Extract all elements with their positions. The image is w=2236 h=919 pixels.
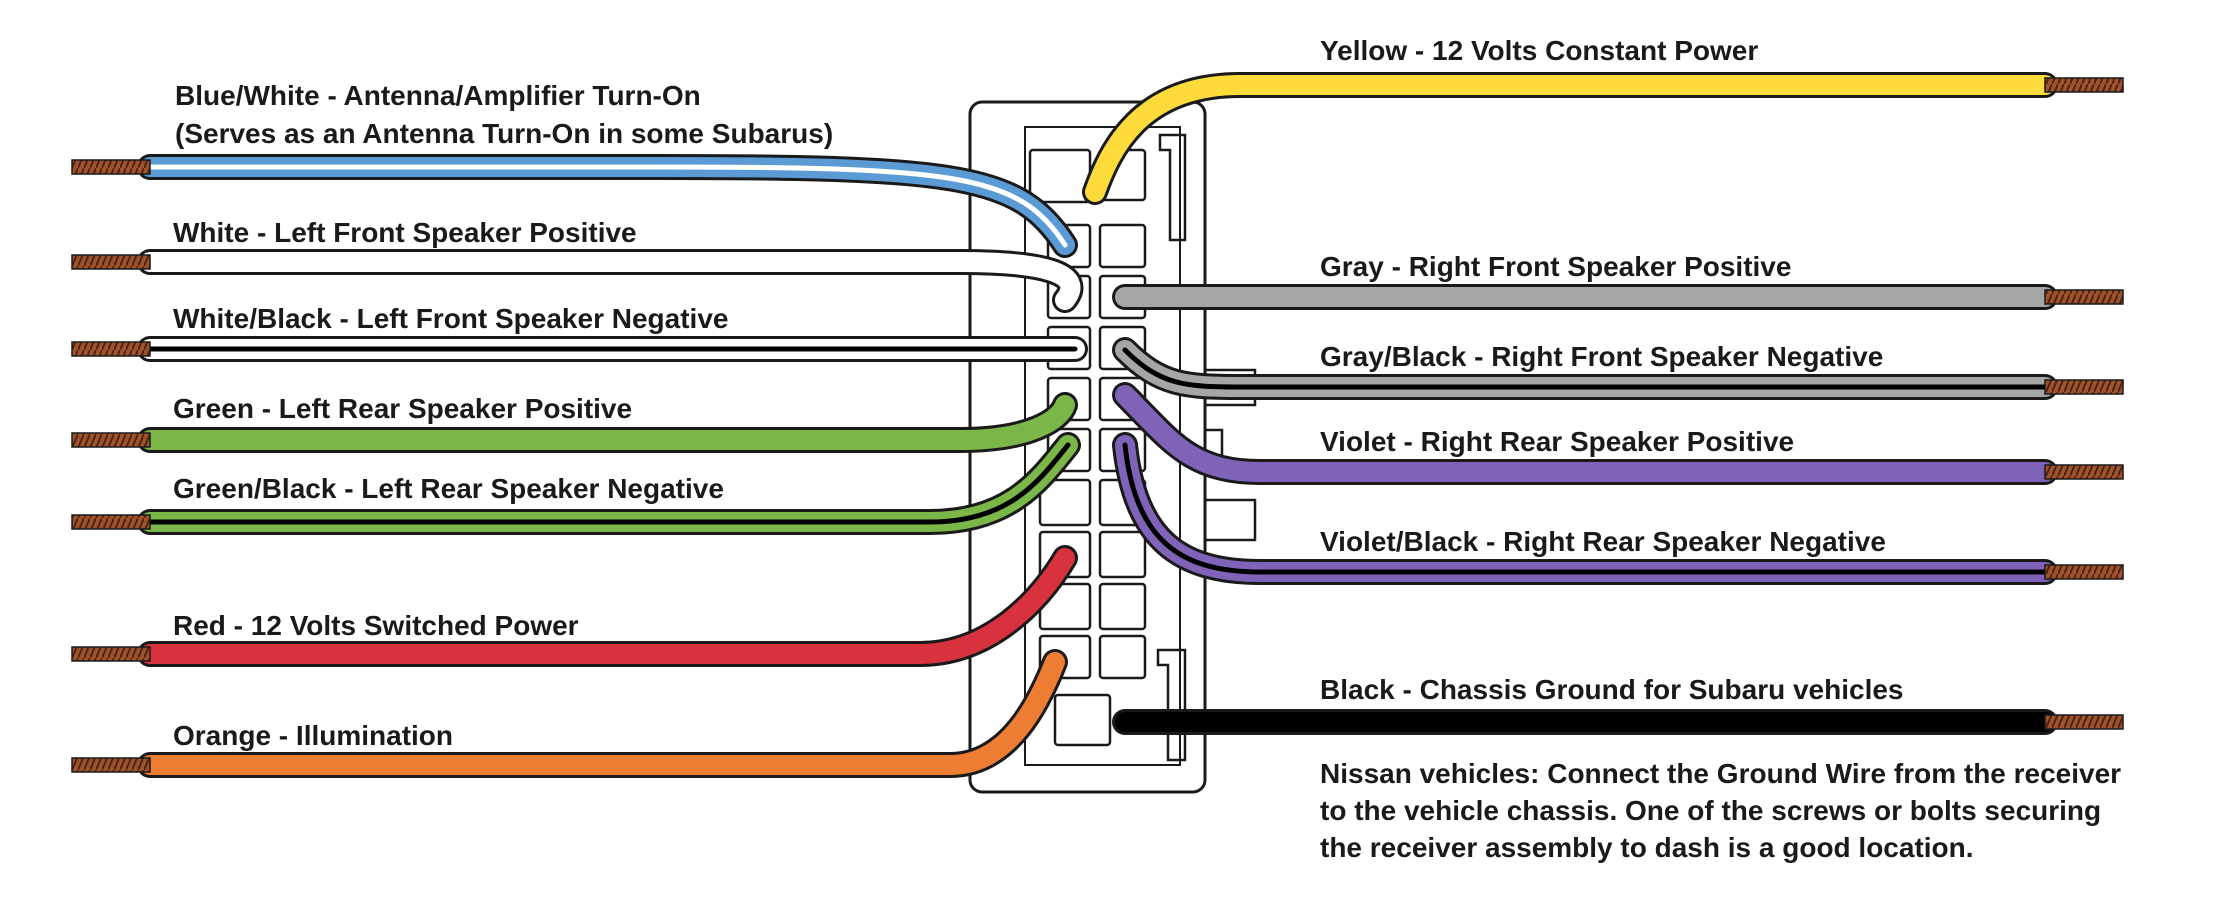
wire-white-icon <box>137 249 1084 313</box>
wire-stripe <box>147 442 1071 525</box>
wire-insulation <box>140 252 1081 310</box>
wire-blue-white-icon <box>137 154 1078 258</box>
wire-end-red-icon <box>71 646 151 662</box>
wire-gray-black-icon <box>1112 337 2058 400</box>
label-black-wire: Black - Chassis Ground for Subaru vehicl… <box>1320 674 1904 705</box>
label-blue-white-wire: Blue/White - Antenna/Amplifier Turn-On <box>175 80 701 111</box>
label-violet-wire: Violet - Right Rear Speaker Positive <box>1320 426 1795 457</box>
wire-end-black-icon <box>2044 714 2124 730</box>
label-green-wire: Green - Left Rear Speaker Positive <box>173 393 633 424</box>
wire-orange-icon <box>137 649 1068 778</box>
connector-tabs <box>1156 133 1257 762</box>
wire-outline <box>1082 72 2058 205</box>
wire-end-blue-white-icon <box>71 159 151 175</box>
wire-insulation <box>1085 75 2055 202</box>
wire-insulation <box>1115 385 2055 482</box>
wires-layer <box>71 72 2124 778</box>
wire-end-white-icon <box>71 254 151 270</box>
label-green-black-wire: Green/Black - Left Rear Speaker Negative <box>173 473 724 504</box>
wire-end-gray-black-icon <box>2044 379 2124 395</box>
label-white-wire: White - Left Front Speaker Positive <box>173 217 637 248</box>
wire-end-violet-black-icon <box>2044 564 2124 580</box>
wire-end-orange-icon <box>71 757 151 773</box>
wire-violet-icon <box>1112 382 2058 485</box>
wire-green-icon <box>137 392 1078 453</box>
wire-stripe <box>147 164 1068 248</box>
wire-stripe <box>1122 442 2048 575</box>
wire-insulation <box>140 548 1075 664</box>
ground-note-line-3: the receiver assembly to dash is a good … <box>1320 832 1974 863</box>
wire-end-green-black-icon <box>71 514 151 530</box>
wire-end-gray-icon <box>2044 289 2124 305</box>
ground-note-line-2: to the vehicle chassis. One of the screw… <box>1320 795 2102 826</box>
label-yellow-wire: Yellow - 12 Volts Constant Power <box>1320 35 1759 66</box>
label-blue-white-wire-note: (Serves as an Antenna Turn-On in some Su… <box>175 118 834 149</box>
label-gray-black-wire: Gray/Black - Right Front Speaker Negativ… <box>1320 341 1884 372</box>
ground-wire-note: Nissan vehicles: Connect the Ground Wire… <box>1320 755 2121 866</box>
wire-yellow-icon <box>1082 72 2058 205</box>
label-red-wire: Red - 12 Volts Switched Power <box>173 610 579 641</box>
wire-violet-black-icon <box>1112 432 2058 585</box>
wire-green-black-icon <box>137 432 1081 535</box>
wire-stripe <box>1122 347 2048 390</box>
wire-red-icon <box>137 545 1078 667</box>
wire-end-white-black-icon <box>71 341 151 357</box>
label-gray-wire: Gray - Right Front Speaker Positive <box>1320 251 1792 282</box>
ground-note-line-1: Nissan vehicles: Connect the Ground Wire… <box>1320 758 2122 789</box>
label-violet-black-wire: Violet/Black - Right Rear Speaker Negati… <box>1320 526 1886 557</box>
label-white-black-wire: White/Black - Left Front Speaker Negativ… <box>173 303 729 334</box>
label-orange-wire: Orange - Illumination <box>173 720 454 751</box>
wire-end-green-icon <box>71 432 151 448</box>
wire-end-violet-icon <box>2044 464 2124 480</box>
wire-insulation <box>140 652 1065 775</box>
wire-end-yellow-icon <box>2044 77 2124 93</box>
wire-insulation <box>140 395 1075 450</box>
